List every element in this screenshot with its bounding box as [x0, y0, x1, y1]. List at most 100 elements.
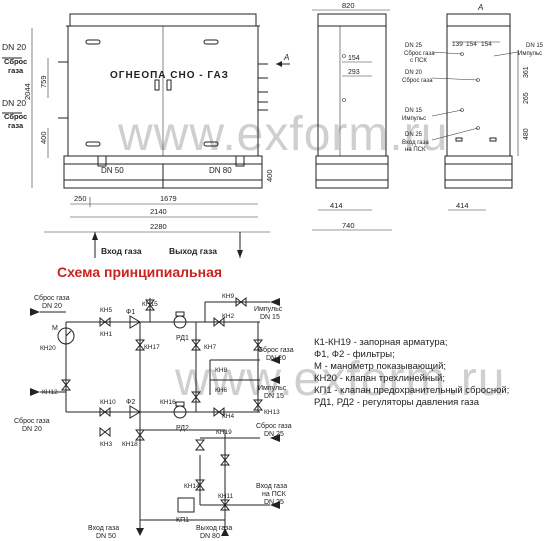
inlet-label: Вход газа — [101, 246, 142, 256]
sch-sbros-dn20-a2: DN 20 — [42, 303, 62, 310]
sch-sbros-dn20-c2: DN 20 — [266, 355, 286, 362]
sch-kn19: КН19 — [216, 429, 232, 436]
back-vhod-psk-2: на ПСК — [405, 147, 426, 153]
legend-line-3: М - манометр показывающий; — [314, 361, 446, 372]
back-impuls: Импульс — [402, 116, 426, 122]
sch-kn8: КН8 — [215, 367, 227, 374]
sch-sbros-dn20-b: Сброс газа — [14, 417, 50, 425]
dn80-label: DN 80 — [209, 166, 232, 175]
back-sbros-psk-2: с ПСК — [410, 58, 427, 64]
schematic-title: Схема принципиальная — [57, 264, 222, 280]
dim-250: 250 — [74, 194, 87, 203]
sch-kn11: КН11 — [218, 493, 234, 500]
sch-kn17: КН17 — [144, 344, 160, 351]
left-dn20-bottom: DN 20 — [2, 98, 26, 108]
left-sbros-top-2: газа — [8, 66, 24, 75]
watermark-top: www.exform.ru — [117, 108, 448, 161]
sch-kn1: КН1 — [100, 331, 112, 338]
sch-kn9: КН9 — [222, 293, 234, 300]
sch-sbros-dn25-2: DN 25 — [264, 431, 284, 438]
sch-f1: Ф1 — [126, 309, 135, 316]
outlet-label: Выход газа — [169, 246, 217, 256]
legend-line-4: КН20 - клапан трехлинейный; — [314, 373, 445, 384]
back-sbros-gaza: Сброс газа — [402, 78, 433, 84]
sch-sbros-dn20-c: Сброс газа — [258, 346, 294, 354]
dim-740: 740 — [342, 221, 355, 230]
dim-480: 480 — [523, 128, 530, 140]
dim-154-a: 154 — [466, 41, 477, 48]
sch-impuls-dn15-a: Импульс — [254, 306, 283, 313]
dim-400-right: 400 — [265, 169, 274, 182]
sch-impuls-dn15-a2: DN 15 — [260, 314, 280, 321]
sch-vyhod-dn80-2: DN 80 — [200, 533, 220, 540]
legend: К1-КН19 - запорная арматура; Ф1, Ф2 - фи… — [314, 337, 509, 408]
warning-sign: ОГНЕОПА СНО - ГАЗ — [110, 70, 229, 81]
back-view: A 139 154 154 361 265 480 414 DN 25 Сбро… — [402, 3, 544, 211]
schematic-diagram: Сброс газа DN 20 Сброс газа DN 20 Сброс … — [14, 293, 294, 540]
dim-293: 293 — [348, 69, 360, 76]
dim-361: 361 — [523, 66, 530, 78]
sch-kn4: КН4 — [222, 413, 234, 420]
back-dn20: DN 20 — [405, 70, 423, 76]
front-view: DN 50 DN 80 ОГНЕОПА СНО - ГАЗ A 759 2044… — [2, 13, 290, 258]
left-sbros-bottom-2: газа — [8, 121, 24, 130]
sch-kn7: КН7 — [204, 344, 216, 351]
sch-sbros-dn20-a: Сброс газа — [34, 294, 70, 302]
dim-265: 265 — [523, 92, 530, 104]
sch-kn20: КН20 — [40, 345, 56, 352]
inlet-arrow-icon — [92, 232, 98, 240]
sch-kn3: КН3 — [100, 441, 112, 448]
dim-759: 759 — [39, 75, 48, 88]
sch-vhod-psk-2: на ПСК — [262, 491, 287, 498]
view-arrow-icon — [276, 61, 282, 67]
sch-vhod-dn50-2: DN 50 — [96, 533, 116, 540]
legend-line-1: К1-КН19 - запорная арматура; — [314, 337, 448, 348]
sch-f2: Ф2 — [126, 399, 135, 406]
sch-kn2: КН2 — [222, 313, 234, 320]
back-dn25-1: DN 25 — [405, 43, 423, 49]
sch-sbros-dn20-b2: DN 20 — [22, 426, 42, 433]
outlet-arrow-icon — [237, 250, 243, 258]
sch-kn16: КН16 — [160, 399, 176, 406]
sch-kn14: КН14 — [184, 483, 200, 490]
sch-rd1: РД1 — [176, 335, 189, 342]
manometer-icon — [57, 327, 75, 345]
sch-kn10: КН10 — [100, 399, 116, 406]
back-dn15-top: DN 15 — [526, 43, 544, 49]
left-sbros-bottom-1: Сброс — [4, 112, 27, 121]
side-view: 820 154 293 414 740 — [312, 1, 392, 231]
sch-kn15: КН15 — [142, 301, 158, 308]
dim-414-back: 414 — [456, 201, 469, 210]
sch-impuls-dn15-b2: DN 15 — [264, 393, 284, 400]
dim-414-side: 414 — [330, 201, 343, 210]
dim-820: 820 — [342, 1, 355, 10]
sch-kn12: КН12 — [42, 389, 58, 396]
sch-kn5: КН5 — [100, 307, 112, 314]
legend-line-6: РД1, РД2 - регуляторы давления газа — [314, 397, 480, 408]
dim-1679: 1679 — [160, 194, 177, 203]
dim-2044: 2044 — [23, 83, 32, 100]
back-sbros-psk-1: Сброс газа — [404, 51, 435, 57]
back-vhod-psk-1: Вход газа — [402, 140, 429, 146]
back-view-title: A — [477, 3, 483, 12]
sch-kp1: КП1 — [176, 517, 189, 524]
dim-139: 139 — [452, 41, 463, 48]
dim-400: 400 — [39, 131, 48, 144]
dim-154-b: 154 — [481, 41, 492, 48]
legend-line-2: Ф1, Ф2 - фильтры; — [314, 349, 395, 360]
view-arrow-label: A — [283, 53, 289, 62]
dim-154-side: 154 — [348, 55, 360, 62]
sch-kn13: КН13 — [264, 409, 280, 416]
sch-vhod-psk-3: DN 25 — [264, 499, 284, 506]
sch-sbros-dn25: Сброс газа — [256, 422, 292, 430]
sch-rd2: РД2 — [176, 425, 189, 432]
dn50-label: DN 50 — [101, 166, 124, 175]
sch-vhod-psk: Вход газа — [256, 483, 287, 490]
legend-line-5: КП1 - клапан предохранительный сбросной; — [314, 385, 509, 396]
back-dn25-2: DN 25 — [405, 132, 423, 138]
left-dn20-top: DN 20 — [2, 42, 26, 52]
sch-vhod-dn50: Вход газа — [88, 525, 119, 532]
sch-vyhod-dn80: Выход газа — [196, 525, 232, 532]
sch-kn18: КН18 — [122, 441, 138, 448]
